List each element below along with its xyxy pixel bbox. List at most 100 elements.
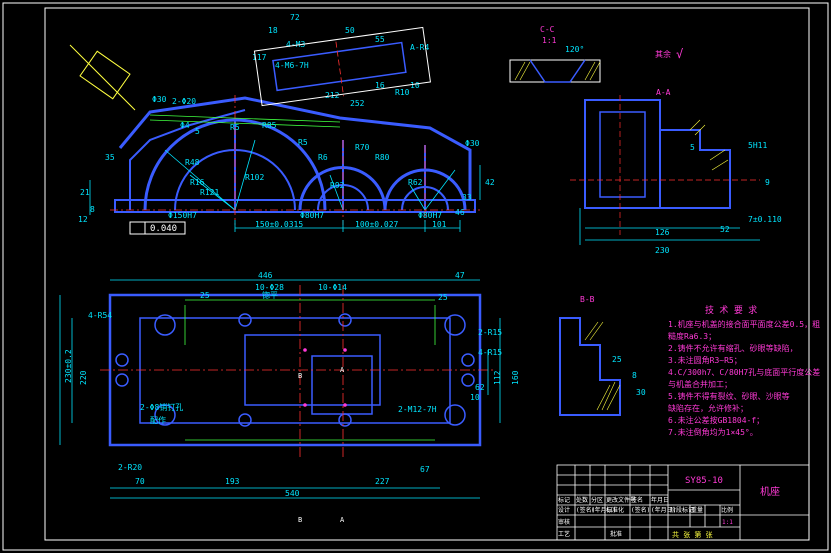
svg-text:25: 25 bbox=[612, 355, 622, 364]
svg-text:230: 230 bbox=[655, 246, 670, 255]
section-bb: B-B 25 8 30 bbox=[559, 295, 646, 416]
svg-text:4-R15: 4-R15 bbox=[478, 348, 502, 357]
svg-text:缺陷存在，允许修补；: 缺陷存在，允许修补； bbox=[668, 403, 748, 413]
svg-text:2-Φ20: 2-Φ20 bbox=[172, 97, 196, 106]
svg-text:62: 62 bbox=[475, 383, 485, 392]
svg-text:72: 72 bbox=[290, 13, 300, 22]
svg-text:193: 193 bbox=[225, 477, 240, 486]
svg-text:R80: R80 bbox=[375, 153, 390, 162]
svg-text:47: 47 bbox=[455, 271, 465, 280]
svg-text:4-M6-7H: 4-M6-7H bbox=[275, 61, 309, 70]
svg-text:R5: R5 bbox=[298, 138, 308, 147]
plan-view bbox=[59, 279, 501, 499]
svg-text:R10: R10 bbox=[395, 88, 410, 97]
svg-text:55: 55 bbox=[375, 35, 385, 44]
svg-text:√: √ bbox=[676, 47, 683, 61]
svg-text:227: 227 bbox=[375, 477, 390, 486]
svg-text:(签名): (签名) bbox=[576, 506, 595, 514]
side-view-aa: A-A 5 5H11 126 230 52 7±0.110 9 bbox=[570, 88, 782, 255]
svg-text:审核: 审核 bbox=[558, 518, 570, 526]
svg-text:A: A bbox=[340, 516, 345, 524]
drawing-code: SY85-10 bbox=[685, 476, 723, 486]
vent-detail bbox=[69, 44, 136, 111]
svg-text:阶段标记: 阶段标记 bbox=[670, 506, 694, 514]
svg-text:5: 5 bbox=[195, 127, 200, 136]
svg-text:8: 8 bbox=[632, 371, 637, 380]
svg-text:配作: 配作 bbox=[150, 415, 166, 425]
svg-text:10-Φ14: 10-Φ14 bbox=[318, 283, 347, 292]
svg-text:R85: R85 bbox=[262, 121, 277, 130]
svg-text:1.机座与机盖的接合面平面度公差0.5，粗: 1.机座与机盖的接合面平面度公差0.5，粗 bbox=[668, 319, 820, 329]
svg-text:100±0.027: 100±0.027 bbox=[355, 220, 399, 229]
svg-text:Φ80H7: Φ80H7 bbox=[300, 211, 324, 220]
svg-text:10-Φ28: 10-Φ28 bbox=[255, 283, 284, 292]
drawing-name: 机座 bbox=[760, 485, 780, 498]
svg-text:Φ30: Φ30 bbox=[152, 95, 167, 104]
svg-text:A: A bbox=[340, 366, 345, 374]
svg-text:Φ80H7: Φ80H7 bbox=[418, 211, 442, 220]
svg-text:8: 8 bbox=[90, 205, 95, 214]
svg-text:A-R4: A-R4 bbox=[410, 43, 429, 52]
svg-text:锪平: 锪平 bbox=[262, 290, 278, 300]
svg-text:R92: R92 bbox=[330, 181, 345, 190]
svg-text:5H11: 5H11 bbox=[748, 141, 767, 150]
svg-text:比例: 比例 bbox=[721, 506, 733, 514]
svg-text:2-R15: 2-R15 bbox=[478, 328, 502, 337]
svg-text:30: 30 bbox=[636, 388, 646, 397]
oil-window-detail bbox=[253, 26, 432, 107]
svg-text:230±0.2: 230±0.2 bbox=[64, 349, 73, 383]
tech-notes-title: 技 术 要 求 bbox=[705, 304, 757, 316]
svg-text:12: 12 bbox=[78, 215, 88, 224]
svg-text:46: 46 bbox=[455, 208, 465, 217]
svg-text:33: 33 bbox=[462, 193, 472, 202]
tolerance-frame-value: 0.040 bbox=[150, 224, 177, 234]
svg-text:标准化: 标准化 bbox=[606, 506, 624, 514]
svg-text:42: 42 bbox=[485, 178, 495, 187]
svg-text:2-M12-7H: 2-M12-7H bbox=[398, 405, 437, 414]
svg-text:年月日: 年月日 bbox=[651, 496, 669, 504]
svg-text:(年月日): (年月日) bbox=[591, 506, 616, 514]
svg-text:B: B bbox=[298, 516, 302, 524]
svg-text:更改文件号: 更改文件号 bbox=[606, 496, 636, 504]
svg-text:117: 117 bbox=[252, 53, 267, 62]
svg-text:126: 126 bbox=[655, 228, 670, 237]
svg-text:2-R20: 2-R20 bbox=[118, 463, 142, 472]
svg-text:Φ150H7: Φ150H7 bbox=[168, 211, 197, 220]
svg-text:A-A: A-A bbox=[656, 88, 671, 97]
front-view-dims: 72 18 50 55 4-M3 A-R4 4-M6-7H 212 252 11… bbox=[78, 13, 495, 229]
svg-text:3.未注圆角R3~R5；: 3.未注圆角R3~R5； bbox=[668, 355, 742, 365]
svg-text:R48: R48 bbox=[185, 158, 200, 167]
title-block bbox=[556, 464, 810, 541]
svg-text:工艺: 工艺 bbox=[558, 530, 570, 538]
svg-text:Φ30: Φ30 bbox=[465, 139, 480, 148]
inner-frame bbox=[44, 7, 810, 541]
svg-text:2.铸件不允许有缩孔、砂眼等缺陷，: 2.铸件不允许有缩孔、砂眼等缺陷， bbox=[668, 343, 798, 353]
svg-text:分区: 分区 bbox=[591, 496, 603, 504]
svg-text:R62: R62 bbox=[408, 178, 423, 187]
svg-text:540: 540 bbox=[285, 489, 300, 498]
svg-text:25: 25 bbox=[200, 291, 210, 300]
svg-text:R121: R121 bbox=[200, 188, 219, 197]
svg-text:与机盖合并加工；: 与机盖合并加工； bbox=[668, 379, 732, 389]
svg-text:6.未注公差按GB1804-f；: 6.未注公差按GB1804-f； bbox=[668, 415, 764, 425]
svg-text:35: 35 bbox=[105, 153, 115, 162]
front-view: 0.040 bbox=[89, 95, 481, 235]
svg-text:5.铸件不得有裂纹、砂眼、沙眼等: 5.铸件不得有裂纹、砂眼、沙眼等 bbox=[668, 391, 790, 401]
svg-text:21: 21 bbox=[80, 188, 90, 197]
svg-text:标记: 标记 bbox=[558, 496, 570, 504]
svg-text:10: 10 bbox=[470, 393, 480, 402]
svg-text:5: 5 bbox=[690, 143, 695, 152]
svg-text:批准: 批准 bbox=[610, 530, 622, 538]
svg-text:50: 50 bbox=[345, 26, 355, 35]
svg-text:112: 112 bbox=[493, 370, 502, 385]
svg-text:1:1: 1:1 bbox=[542, 36, 557, 45]
svg-text:C-C: C-C bbox=[540, 25, 555, 34]
svg-text:重量: 重量 bbox=[691, 506, 703, 514]
svg-text:9: 9 bbox=[765, 178, 770, 187]
svg-text:(签名): (签名) bbox=[631, 506, 650, 514]
svg-text:446: 446 bbox=[258, 271, 273, 280]
svg-text:150±0.0315: 150±0.0315 bbox=[255, 220, 303, 229]
roughness-note: 其余 bbox=[655, 49, 671, 59]
svg-text:4-M3: 4-M3 bbox=[286, 40, 305, 49]
